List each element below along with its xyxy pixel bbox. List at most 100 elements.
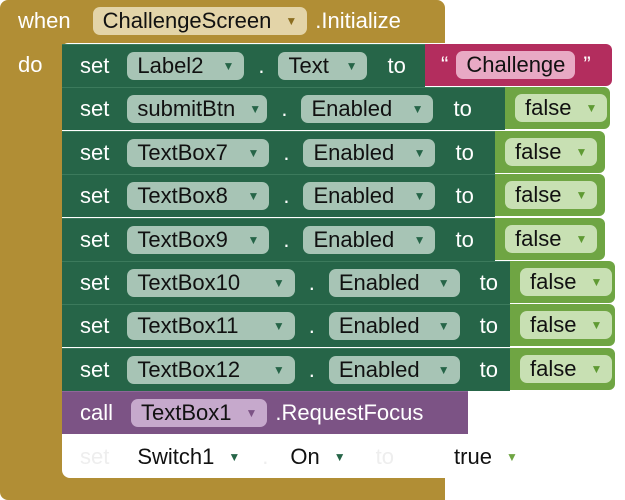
false-boolean-block[interactable]: false▼ xyxy=(495,217,605,260)
to-label: to xyxy=(479,313,498,339)
false-boolean-block[interactable]: false▼ xyxy=(510,261,615,303)
component-dropdown[interactable]: TextBox12▼ xyxy=(127,355,295,384)
boolean-value: false xyxy=(515,182,562,208)
dropdown-arrow-icon: ▼ xyxy=(590,318,603,333)
call-request-focus-block[interactable]: call TextBox1▼ .RequestFocus xyxy=(62,391,468,434)
component-dropdown[interactable]: Label2▼ xyxy=(127,52,245,80)
dropdown-arrow-icon: ▼ xyxy=(272,319,285,334)
property-dropdown[interactable]: Enabled▼ xyxy=(301,95,434,124)
dropdown-arrow-icon: ▼ xyxy=(285,14,298,28)
property-name: Enabled xyxy=(313,226,395,252)
dropdown-arrow-icon: ▼ xyxy=(249,102,262,117)
component-dropdown[interactable]: TextBox11 ▼ xyxy=(127,312,295,341)
screen-dropdown[interactable]: ChallengeScreen▼ xyxy=(92,7,308,35)
set-textbox8-block[interactable]: set TextBox8▼ . Enabled▼ to xyxy=(62,174,495,218)
false-boolean-block[interactable]: false ▼ xyxy=(495,174,605,217)
property-name: Enabled xyxy=(338,356,420,382)
false-boolean-block[interactable]: false ▼ xyxy=(510,347,615,390)
property-dropdown[interactable]: Enabled ▼ xyxy=(328,312,460,341)
ghost-set-switch-block[interactable]: set Switch1▼ . On▼ to true▼ xyxy=(62,436,518,478)
component-dropdown[interactable]: TextBox8 ▼ xyxy=(127,182,270,211)
set-textbox7-block[interactable]: set TextBox7▼ . Enabled▼ to xyxy=(62,130,495,174)
dropdown-arrow-icon: ▼ xyxy=(575,144,588,159)
component-dropdown[interactable]: TextBox10 ▼ xyxy=(127,269,295,297)
close-quote: ” xyxy=(583,52,591,77)
false-boolean-block[interactable]: false ▼ xyxy=(495,130,605,173)
property-dropdown[interactable]: Enabled▼ xyxy=(328,269,460,297)
to-label: to xyxy=(455,139,474,165)
boolean-dropdown[interactable]: false▼ xyxy=(520,268,613,296)
false-boolean-block[interactable]: false▼ xyxy=(505,87,610,130)
boolean-value: false xyxy=(530,355,577,381)
property-dropdown[interactable]: Enabled ▼ xyxy=(303,225,436,254)
set-textbox9-block[interactable]: set TextBox9▼ . Enabled▼ to xyxy=(62,217,495,261)
set-textbox11-block[interactable]: set TextBox11▼ . Enabled▼ to xyxy=(62,304,510,348)
dropdown-arrow-icon: ▼ xyxy=(575,231,588,246)
boolean-dropdown[interactable]: false ▼ xyxy=(505,181,598,210)
dropdown-arrow-icon: ▼ xyxy=(437,319,450,334)
boolean-dropdown[interactable]: false ▼ xyxy=(520,354,613,383)
method-name: .RequestFocus xyxy=(275,400,424,425)
component-dropdown[interactable]: TextBox9 ▼ xyxy=(127,225,270,254)
dropdown-arrow-icon: ▼ xyxy=(272,276,285,290)
property-dropdown[interactable]: Enabled▼ xyxy=(303,182,436,211)
dropdown-arrow-icon: ▼ xyxy=(437,362,450,377)
to-label: to xyxy=(453,96,472,122)
dropdown-arrow-icon: ▼ xyxy=(413,232,426,247)
property-name: Enabled xyxy=(313,139,395,165)
event-name: .Initialize xyxy=(315,8,401,33)
property-dropdown[interactable]: Text▼ xyxy=(278,52,368,80)
to-label: to xyxy=(479,270,498,295)
value-name: true xyxy=(454,444,492,469)
dropdown-arrow-icon: ▼ xyxy=(247,189,260,204)
boolean-value: false xyxy=(515,138,562,164)
boolean-dropdown[interactable]: false▼ xyxy=(515,94,608,123)
dropdown-arrow-icon: ▼ xyxy=(590,275,603,289)
set-submitbtn-block[interactable]: set submitBtn▼ . Enabled▼ to xyxy=(62,87,505,131)
dropdown-arrow-icon: ▼ xyxy=(413,189,426,204)
set-textbox12-block[interactable]: set TextBox12▼ . Enabled▼ to xyxy=(62,347,510,391)
boolean-dropdown[interactable]: false▼ xyxy=(520,311,613,340)
text-value-field[interactable]: Challenge xyxy=(456,51,576,79)
dropdown-arrow-icon: ▼ xyxy=(575,188,588,203)
dot: . xyxy=(283,226,290,252)
component-dropdown[interactable]: submitBtn▼ xyxy=(127,95,268,124)
property-name: On xyxy=(290,444,320,469)
component-name: TextBox9 xyxy=(137,226,228,252)
set-label2-block[interactable]: set Label2▼ . Text▼ to xyxy=(62,44,425,87)
dot: . xyxy=(262,444,269,469)
component-name: TextBox10 xyxy=(137,270,241,295)
event-header: when ChallengeScreen▼ .Initialize xyxy=(18,6,401,36)
dot: . xyxy=(258,53,265,78)
component-name: Switch1 xyxy=(137,444,215,469)
dropdown-arrow-icon: ▼ xyxy=(505,450,518,464)
dropdown-arrow-icon: ▼ xyxy=(247,232,260,247)
do-label: do xyxy=(18,52,43,77)
dropdown-arrow-icon: ▼ xyxy=(590,361,603,376)
component-name: TextBox11 xyxy=(137,313,239,339)
text-string-block[interactable]: “ Challenge ” xyxy=(425,44,612,86)
dot: . xyxy=(308,270,315,295)
property-dropdown[interactable]: Enabled ▼ xyxy=(328,355,460,384)
dropdown-arrow-icon: ▼ xyxy=(437,276,450,290)
component-dropdown[interactable]: TextBox7▼ xyxy=(127,138,270,167)
dot: . xyxy=(281,96,288,122)
open-quote: “ xyxy=(441,52,449,77)
property-name: Enabled xyxy=(338,313,420,339)
component-dropdown[interactable]: TextBox1▼ xyxy=(131,399,268,427)
property-dropdown[interactable]: Enabled▼ xyxy=(303,138,436,167)
set-label: set xyxy=(80,96,110,122)
false-boolean-block[interactable]: false▼ xyxy=(510,304,615,347)
set-label: set xyxy=(80,270,110,295)
boolean-dropdown[interactable]: false▼ xyxy=(505,224,598,253)
to-label: to xyxy=(455,226,474,252)
to-label: to xyxy=(479,356,498,382)
dropdown-arrow-icon: ▼ xyxy=(245,406,258,420)
component-name: TextBox8 xyxy=(137,183,228,209)
dot: . xyxy=(308,313,315,339)
dropdown-arrow-icon: ▼ xyxy=(247,145,260,160)
dropdown-arrow-icon: ▼ xyxy=(222,59,235,73)
dropdown-arrow-icon: ▼ xyxy=(585,101,598,116)
set-textbox10-block[interactable]: set TextBox10 ▼ . Enabled▼ to xyxy=(62,261,510,304)
boolean-dropdown[interactable]: false ▼ xyxy=(505,137,598,166)
